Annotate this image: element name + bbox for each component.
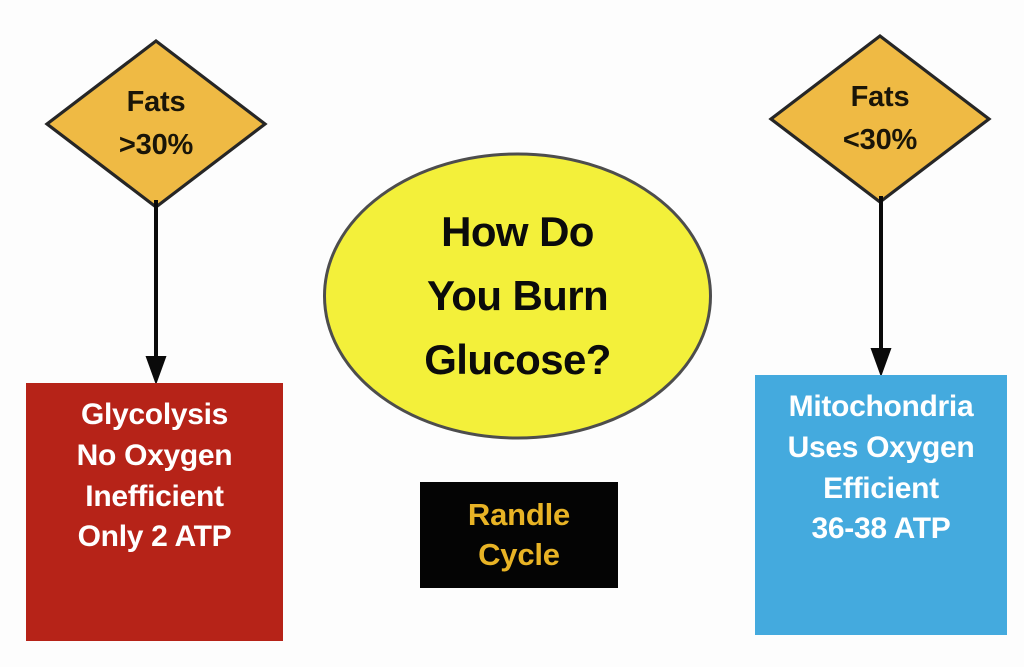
- outcome-box-mitochondria[interactable]: Mitochondria Uses Oxygen Efficient 36-38…: [755, 375, 1007, 635]
- glycolysis-line4: Only 2 ATP: [77, 520, 232, 554]
- glycolysis-line2: No Oxygen: [76, 438, 233, 472]
- central-question-ellipse[interactable]: How Do You Burn Glucose?: [322, 152, 713, 440]
- mitochondria-line2: Uses Oxygen: [787, 430, 975, 464]
- diamond-shape: [768, 33, 992, 205]
- decision-diamond-fats-under-30[interactable]: Fats <30%: [768, 33, 992, 205]
- down-arrow-icon-left: [145, 200, 167, 385]
- mitochondria-line4: 36-38 ATP: [811, 512, 951, 546]
- mitochondria-line1: Mitochondria: [788, 390, 974, 423]
- decision-diamond-fats-over-30[interactable]: Fats >30%: [44, 38, 268, 210]
- randle-line2: Cycle: [478, 537, 560, 572]
- glycolysis-line1: Glycolysis: [80, 398, 229, 431]
- outcome-box-glycolysis[interactable]: Glycolysis No Oxygen Inefficient Only 2 …: [26, 383, 283, 641]
- down-arrow-icon-right: [870, 196, 892, 377]
- glycolysis-line3: Inefficient: [85, 479, 224, 513]
- mitochondria-line3: Efficient: [823, 471, 939, 505]
- ellipse-shape: [323, 152, 712, 440]
- randle-line1: Randle: [467, 497, 571, 533]
- randle-cycle-box[interactable]: Randle Cycle: [420, 482, 618, 588]
- diamond-shape: [44, 38, 268, 210]
